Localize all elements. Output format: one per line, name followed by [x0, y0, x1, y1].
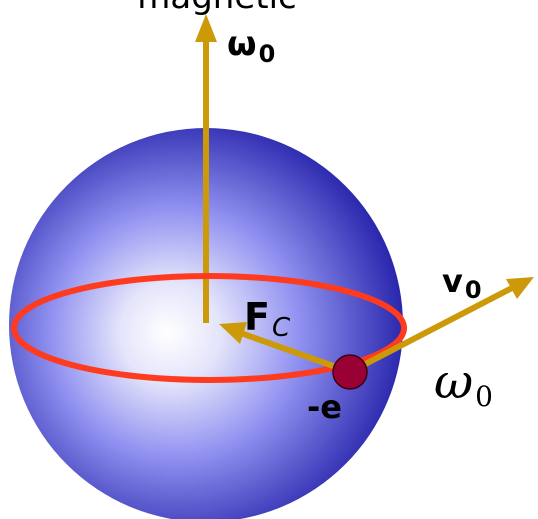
orbit-ellipse: [11, 273, 407, 383]
velocity-arrow: [348, 277, 534, 375]
omega-top-label: ω0: [227, 24, 275, 68]
omega-right-label: ω0: [434, 354, 493, 413]
force-arrow: [219, 322, 352, 375]
electron-dot: [332, 354, 368, 390]
electron-charge-label: -e: [307, 388, 342, 426]
force-label: FC: [244, 295, 291, 343]
sphere: [9, 128, 403, 519]
velocity-label: v0: [442, 262, 482, 304]
magnetic-label: magnetic: [137, 0, 296, 17]
